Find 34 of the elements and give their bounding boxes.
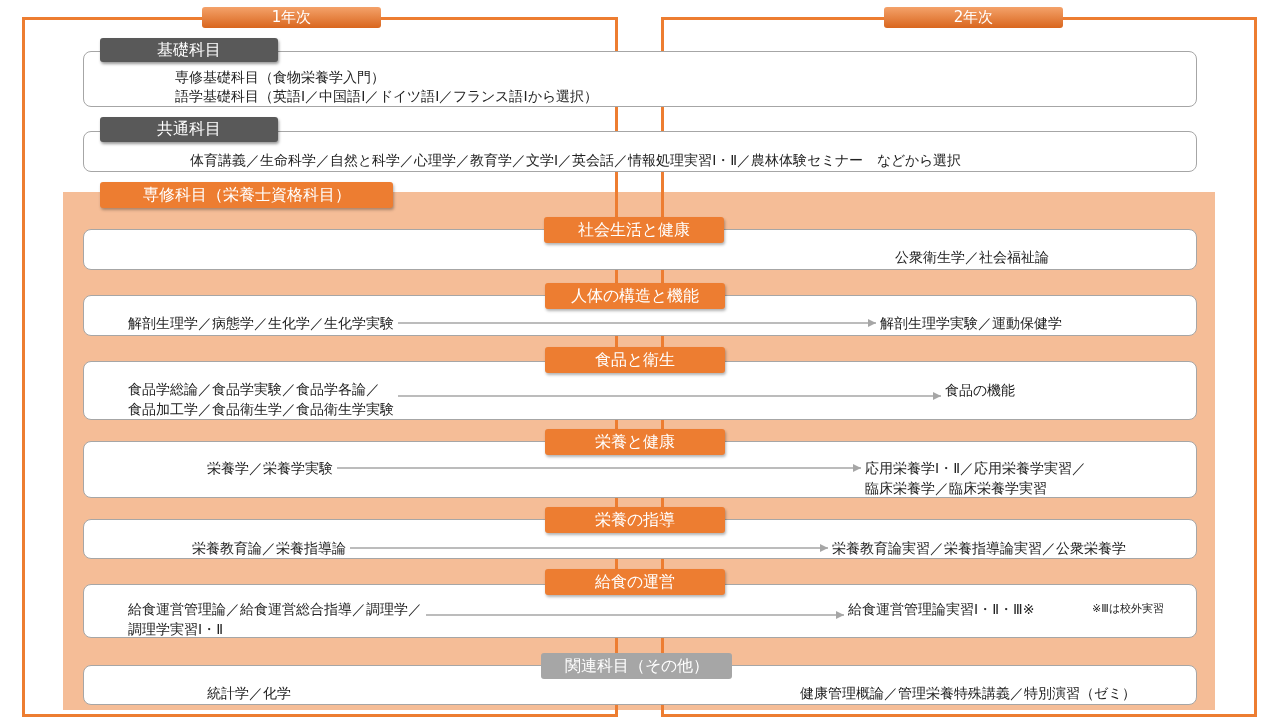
arrow: [397, 319, 877, 327]
heading-tab: 共通科目: [100, 117, 278, 142]
heading-tab: 人体の構造と機能: [545, 283, 725, 309]
course-list: 栄養学／栄養学実験: [120, 458, 590, 478]
heading-tab: 関連科目（その他）: [541, 653, 732, 679]
heading-tab: 給食の運営: [545, 569, 725, 595]
course-list: 食品学総論／食品学実験／食品学各論／食品加工学／食品衛生学／食品衛生学実験: [120, 379, 590, 419]
course-list: 栄養教育論実習／栄養指導論実習／公衆栄養学: [675, 538, 1190, 558]
course-list: 応用栄養学Ⅰ・Ⅱ／応用栄養学実習／臨床栄養学／臨床栄養学実習: [675, 458, 1190, 498]
arrow: [425, 611, 845, 619]
heading-tab: 専修科目（栄養士資格科目）: [100, 182, 393, 208]
heading-tab: 基礎科目: [100, 38, 278, 62]
arrow: [336, 464, 862, 472]
heading-tab: 栄養と健康: [545, 429, 725, 455]
course-list: 統計学／化学: [207, 683, 291, 703]
course-list: 給食運営管理論／給食運営総合指導／調理学／調理学実習Ⅰ・Ⅱ: [120, 599, 590, 639]
course-list: 公衆衛生学／社会福祉論: [895, 247, 1049, 267]
year-tab: 2年次: [884, 7, 1063, 28]
year-tab: 1年次: [202, 7, 381, 28]
course-list: 解剖生理学／病態学／生化学／生化学実験: [120, 313, 590, 333]
course-list: 栄養教育論／栄養指導論: [120, 538, 590, 558]
course-list: 給食運営管理論実習Ⅰ・Ⅱ・Ⅲ※: [675, 599, 1075, 619]
course-list: 語学基礎科目（英語Ⅰ／中国語Ⅰ／ドイツ語Ⅰ／フランス語Ⅰから選択）: [175, 86, 598, 106]
arrow: [397, 392, 942, 400]
footnote: ※Ⅲは校外実習: [1092, 601, 1164, 616]
heading-tab: 社会生活と健康: [544, 217, 724, 243]
heading-tab: 栄養の指導: [545, 507, 725, 533]
course-list: 体育講義／生命科学／自然と科学／心理学／教育学／文学Ⅰ／英会話／情報処理実習Ⅰ・Ⅱ／農林体験セミナー などから選択: [190, 150, 962, 170]
arrow: [349, 544, 829, 552]
course-list: 食品の機能: [675, 380, 1190, 400]
heading-tab: 食品と衛生: [545, 347, 725, 373]
course-list: 健康管理概論／管理栄養特殊講義／特別演習（ゼミ）: [800, 683, 1136, 703]
course-list: 専修基礎科目（食物栄養学入門）: [175, 67, 385, 87]
course-list: 解剖生理学実験／運動保健学: [675, 313, 1190, 333]
